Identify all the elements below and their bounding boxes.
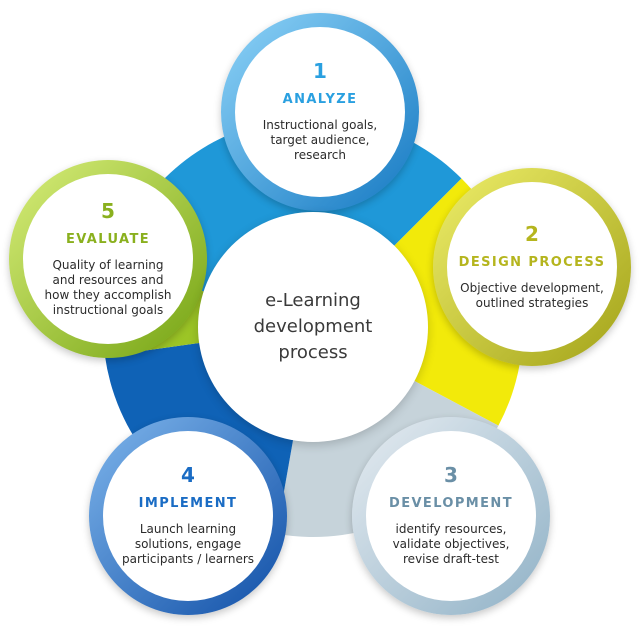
- step-description: identify resources, validate objectives,…: [392, 522, 510, 566]
- step-design-process: 2 DESIGN PROCESS Objective development, …: [433, 168, 631, 366]
- center-title-line: e-Learning: [265, 290, 361, 311]
- center-title: e-Learning development process: [198, 212, 428, 442]
- step-development: 3 DEVELOPMENT identify resources, valida…: [352, 417, 550, 615]
- step-implement: 4 IMPLEMENT Launch learning solutions, e…: [89, 417, 287, 615]
- step-description: Launch learning solutions, engage partic…: [121, 522, 255, 566]
- step-number: 3: [444, 463, 458, 487]
- step-title: ANALYZE: [282, 92, 358, 107]
- step-number: 4: [181, 463, 195, 487]
- center-title-line: process: [278, 342, 348, 363]
- step-description: Instructional goals, target audience, re…: [262, 118, 378, 162]
- step-number: 1: [313, 59, 327, 83]
- step-description: Quality of learning and resources and ho…: [44, 257, 172, 317]
- step-title: EVALUATE: [65, 231, 151, 247]
- step-number: 5: [101, 198, 115, 223]
- step-number: 2: [525, 221, 539, 246]
- step-description: Objective development, outlined strategi…: [460, 280, 604, 310]
- step-analyze: 1 ANALYZE Instructional goals, target au…: [221, 13, 419, 211]
- center-title-line: development: [253, 316, 373, 337]
- step-title: IMPLEMENT: [138, 496, 238, 511]
- step-evaluate: 5 EVALUATE Quality of learning and resou…: [9, 160, 207, 358]
- step-title: DEVELOPMENT: [389, 496, 513, 511]
- step-title: DESIGN PROCESS: [458, 254, 606, 270]
